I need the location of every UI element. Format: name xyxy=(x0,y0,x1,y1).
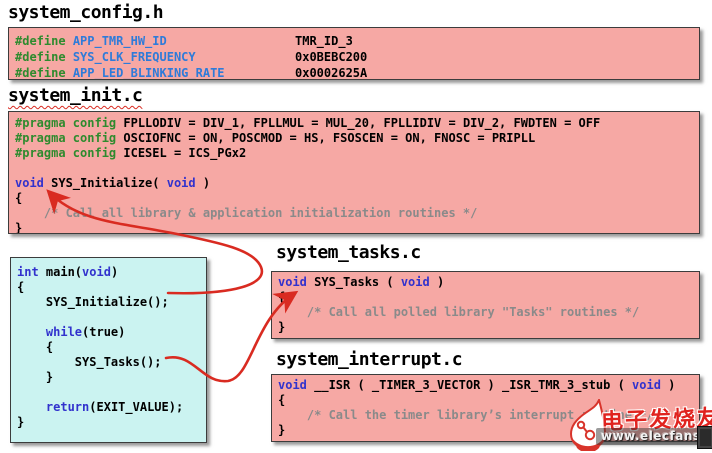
code-line: #pragma config ICESEL = ICS_PGx2 xyxy=(15,146,247,160)
code-line: return(EXIT_VALUE); xyxy=(45,400,184,414)
code-line: int main(void) xyxy=(17,265,119,279)
code-line: { xyxy=(17,340,54,354)
code-line: /* Call all library & application initia… xyxy=(15,206,478,220)
file-title-system-interrupt: system_interrupt.c xyxy=(276,349,463,370)
code-line: { xyxy=(278,290,286,304)
code-line: { xyxy=(17,280,25,294)
code-box-system-init: #pragma config FPLLODIV = DIV_1, FPLLMUL… xyxy=(8,111,700,234)
code-line xyxy=(17,385,206,400)
code-line: /* Call all polled library "Tasks" routi… xyxy=(278,305,640,319)
file-title-system-tasks: system_tasks.c xyxy=(276,242,421,263)
code-line: while(true) xyxy=(45,325,126,339)
code-line: } xyxy=(15,221,23,234)
code-line: { xyxy=(278,393,286,407)
watermark-url-text: www.elecfans.com xyxy=(596,428,712,445)
code-line: #pragma config OSCIOFNC = ON, POSCMOD = … xyxy=(15,131,536,145)
code-line: #pragma config FPLLODIV = DIV_1, FPLLMUL… xyxy=(15,116,601,130)
code-line: } xyxy=(17,370,54,384)
code-line xyxy=(15,161,699,176)
code-box-system-interrupt: void __ISR ( _TIMER_3_VECTOR ) _ISR_TMR_… xyxy=(271,374,700,442)
code-line: void SYS_Tasks ( void ) xyxy=(278,275,445,289)
code-line: } xyxy=(278,423,286,437)
code-line: void SYS_Initialize( void ) xyxy=(15,176,211,190)
code-line: { xyxy=(15,191,23,205)
code-line: void __ISR ( _TIMER_3_VECTOR ) _ISR_TMR_… xyxy=(278,378,676,392)
file-title-system-init: system_init.c xyxy=(8,85,143,106)
code-box-system-tasks: void SYS_Tasks ( void ){ /* Call all pol… xyxy=(271,271,700,339)
main-code-box: int main(void){ SYS_Initialize(); while(… xyxy=(10,257,207,443)
file-title-system-config: system_config.h xyxy=(8,2,164,23)
code-line: SYS_Initialize(); xyxy=(17,295,169,309)
code-line: } xyxy=(17,415,25,429)
watermark-corner-badge xyxy=(697,426,712,449)
code-line: /* Call the timer library’s interrupt ro… xyxy=(278,408,654,422)
code-line: SYS_Tasks(); xyxy=(17,355,162,369)
code-line: } xyxy=(278,320,286,334)
code-line xyxy=(17,310,206,325)
